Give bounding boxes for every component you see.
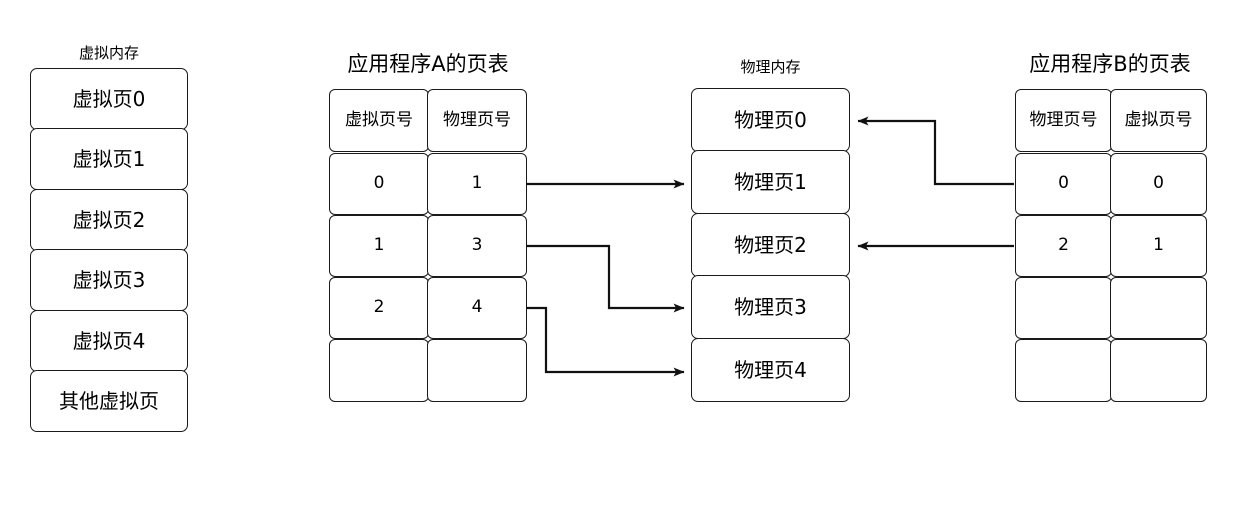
page-table-a-header-cell: 虚拟页号 [329, 89, 429, 153]
physical-page-box: 物理页4 [691, 337, 850, 402]
physical-page-box: 物理页2 [691, 212, 850, 277]
cell-value: 0 [1058, 173, 1069, 193]
page-table-b-cell-empty [1110, 339, 1207, 403]
physical-page-label: 物理页1 [734, 170, 807, 195]
column-header-label: 物理页号 [1029, 110, 1098, 131]
physical-page-label: 物理页3 [734, 295, 807, 320]
cell-value: 0 [373, 173, 385, 193]
column-header-label: 虚拟页号 [345, 110, 413, 131]
cell-value: 1 [373, 235, 385, 256]
page-table-b-title: 应用程序B的页表 [1029, 52, 1191, 76]
virtual-page-label: 其他虚拟页 [59, 389, 159, 414]
page-table-a-cell: 1 [427, 152, 527, 215]
virtual-page-box: 虚拟页0 [30, 68, 188, 130]
cell-value: 2 [1058, 235, 1069, 256]
page-table-a-cell: 0 [329, 152, 429, 215]
virtual-page-label: 虚拟页0 [72, 87, 146, 111]
cell-value: 4 [471, 297, 483, 318]
page-table-b-cell: 0 [1110, 152, 1207, 215]
virtual-page-label: 虚拟页1 [72, 147, 146, 172]
physical-memory-stack: 物理页0 物理页1 物理页2 物理页3 物理页4 [691, 88, 850, 402]
page-table-b-cell: 2 [1015, 214, 1112, 277]
page-table-b-header-cell: 虚拟页号 [1110, 89, 1207, 153]
virtual-page-box: 虚拟页2 [30, 188, 188, 251]
arrow-a2-to-physical-page4 [526, 306, 685, 377]
physical-page-label: 物理页4 [734, 357, 807, 382]
page-table-b-header-cell: 物理页号 [1015, 89, 1112, 153]
arrow-b0-to-physical-page0 [857, 116, 1014, 186]
virtual-page-box: 虚拟页1 [30, 128, 188, 191]
virtual-page-label: 虚拟页3 [72, 268, 146, 293]
arrow-a1-to-physical-page3 [526, 244, 685, 313]
physical-page-box: 物理页0 [691, 88, 850, 152]
column-header-label: 虚拟页号 [1124, 110, 1193, 131]
cell-value: 0 [1153, 173, 1164, 193]
virtual-memory-title: 虚拟内存 [78, 44, 139, 62]
page-table-a-cell: 4 [427, 276, 527, 339]
page-table-a-title: 应用程序A的页表 [347, 52, 509, 76]
physical-memory-title: 物理内存 [740, 58, 801, 76]
cell-value: 1 [1153, 235, 1164, 256]
page-table-a-cell-empty [329, 339, 429, 403]
cell-value: 1 [471, 173, 483, 193]
page-table-a-header-cell: 物理页号 [427, 89, 527, 153]
column-header-label: 物理页号 [443, 110, 511, 131]
page-table-b-cell-empty [1015, 276, 1112, 339]
cell-value: 3 [471, 235, 483, 256]
page-table-b-cell: 0 [1015, 152, 1112, 215]
page-table-b-cell-empty [1110, 276, 1207, 339]
page-table-b: 物理页号 虚拟页号 0 0 2 1 [1015, 89, 1207, 403]
virtual-page-label: 虚拟页4 [72, 328, 146, 353]
page-table-a: 虚拟页号 物理页号 0 1 1 3 2 4 [329, 89, 527, 403]
virtual-page-box: 虚拟页4 [30, 309, 188, 372]
physical-page-label: 物理页0 [734, 108, 807, 132]
cell-value: 2 [373, 297, 385, 318]
physical-page-box: 物理页3 [691, 275, 850, 340]
virtual-page-box: 虚拟页3 [30, 249, 188, 312]
page-table-b-cell: 1 [1110, 214, 1207, 277]
physical-page-box: 物理页1 [691, 150, 850, 215]
page-table-a-cell: 3 [427, 214, 527, 277]
page-table-a-cell: 2 [329, 276, 429, 339]
page-table-b-cell-empty [1015, 339, 1112, 403]
page-table-a-cell-empty [427, 339, 527, 403]
virtual-page-label: 虚拟页2 [72, 207, 146, 232]
physical-page-label: 物理页2 [734, 232, 807, 257]
virtual-page-box-other: 其他虚拟页 [30, 370, 188, 433]
virtual-memory-stack: 虚拟页0 虚拟页1 虚拟页2 虚拟页3 虚拟页4 其他虚拟页 [30, 68, 188, 433]
page-table-a-cell: 1 [329, 214, 429, 277]
